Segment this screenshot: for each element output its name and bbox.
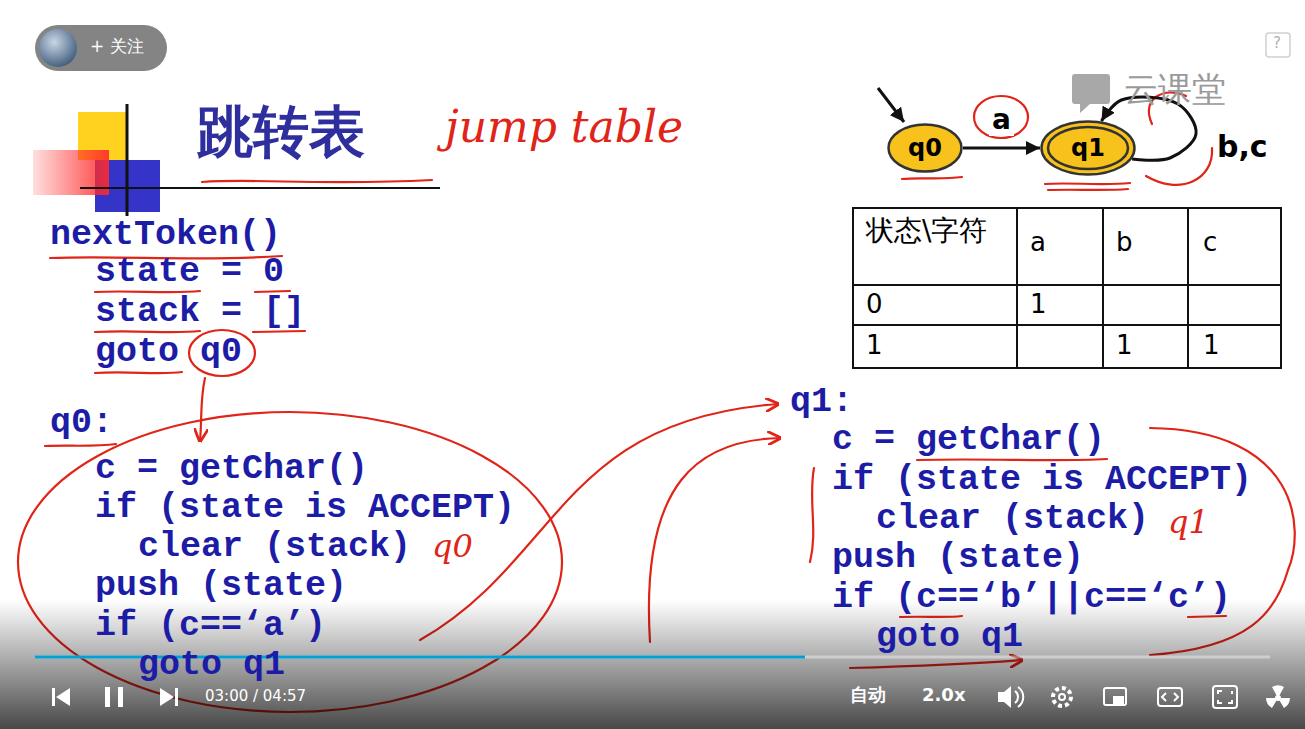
- code-line: if (state is ACCEPT): [95, 489, 515, 528]
- table-frame: [853, 208, 1281, 368]
- pip-icon: [1114, 697, 1123, 703]
- code-line: if (state is ACCEPT): [832, 461, 1252, 500]
- deco-line: [80, 187, 440, 189]
- pause-icon: [118, 687, 123, 707]
- handwritten-note: q1: [1168, 504, 1209, 541]
- code-line: nextToken(): [50, 216, 281, 255]
- pip-icon: [1104, 688, 1126, 705]
- table-header-cell: a: [1030, 228, 1046, 258]
- follow-button-text: + 关注: [90, 37, 144, 57]
- avatar: [39, 29, 77, 67]
- next-icon: [175, 688, 178, 706]
- speed-button: 2.0x: [922, 685, 966, 706]
- accept-ring: [1048, 127, 1128, 169]
- fullscreen-icon: [1218, 691, 1232, 703]
- extra-icon: [1272, 685, 1284, 698]
- table-rule: [853, 324, 1281, 326]
- state-name: q0: [908, 134, 942, 162]
- state-node: q1: [1040, 120, 1136, 176]
- transition-label: a: [989, 105, 1014, 136]
- table-header-cell: c: [1203, 228, 1217, 258]
- hand-bracket: [810, 468, 814, 562]
- hand-underline: [95, 372, 182, 373]
- code-line: state = 0: [95, 253, 284, 292]
- widescreen-icon: [1158, 688, 1182, 706]
- table-rule: [1187, 208, 1189, 368]
- code-line: goto q0: [95, 333, 242, 372]
- hand-circle: [974, 96, 1028, 138]
- transition-arrow: [963, 147, 1040, 150]
- volume-icon: [1015, 691, 1018, 703]
- table-rule: [1102, 208, 1104, 368]
- settings-icon: [1059, 694, 1065, 700]
- code-line: clear (stack): [138, 528, 411, 567]
- table-cell: 1: [866, 331, 883, 361]
- code-label: q0:: [50, 404, 113, 443]
- code-line: c = getChar(): [95, 450, 368, 489]
- code-line: goto q1: [138, 646, 285, 685]
- watermark-icon: [1072, 74, 1110, 104]
- transition-label: b,c: [1214, 130, 1271, 163]
- hand-underline: [45, 444, 116, 446]
- deco-line: [126, 104, 129, 216]
- prev-icon: [56, 688, 70, 706]
- code-label: q1:: [790, 383, 853, 422]
- next-icon: [160, 688, 174, 706]
- help-icon: [1266, 33, 1290, 57]
- code-line: c = getChar(): [832, 421, 1105, 460]
- code-line: if (c==‘a’): [95, 607, 326, 646]
- table-header-cell: 状态\字符: [866, 214, 988, 248]
- hand-underline: [1048, 189, 1128, 190]
- hand-underline: [1045, 183, 1130, 184]
- widescreen-icon: [1162, 693, 1178, 701]
- pause-icon: [105, 687, 110, 707]
- settings-icon: [1053, 688, 1071, 706]
- code-line: stack = []: [95, 293, 305, 332]
- help-icon-text: ?: [1273, 35, 1281, 52]
- extra-icon: [1266, 698, 1278, 708]
- state-node: q0: [887, 123, 963, 173]
- table-cell: 1: [1030, 290, 1047, 320]
- table-rule: [853, 284, 1281, 286]
- extra-icon: [1278, 698, 1290, 708]
- hand-underline: [902, 177, 962, 179]
- table-rule: [1016, 208, 1018, 368]
- prev-icon: [52, 688, 55, 706]
- state-circle: [1042, 122, 1135, 175]
- table-cell: 1: [1203, 331, 1220, 361]
- follow-pill: [35, 25, 167, 71]
- deco-line: [440, 187, 1290, 189]
- state-circle: [889, 125, 962, 172]
- code-line: push (state): [832, 539, 1084, 578]
- start-arrow: [878, 88, 904, 122]
- time-display: 03:00 / 04:57: [205, 688, 306, 705]
- hand-underline: [202, 180, 432, 182]
- hand-arrow: [200, 378, 205, 441]
- watermark-text: 云课堂: [1124, 70, 1226, 109]
- code-line: goto q1: [876, 618, 1023, 657]
- auto-quality-button: 自动: [850, 685, 886, 706]
- fullscreen-icon: [1213, 686, 1237, 708]
- table-cell: 1: [1116, 331, 1133, 361]
- controls-shade: [0, 600, 1305, 729]
- watermark-icon: [1080, 104, 1090, 113]
- state-name: q1: [1071, 134, 1105, 162]
- handwritten-note: q0: [432, 528, 473, 565]
- volume-icon: [998, 686, 1011, 708]
- code-line: clear (stack): [876, 500, 1149, 539]
- handwritten-note: jump table: [445, 102, 683, 153]
- table-cell: 0: [866, 290, 883, 320]
- volume-icon: [1018, 687, 1023, 707]
- code-line: push (state): [95, 567, 347, 606]
- slide-title: 跳转表: [197, 100, 365, 164]
- code-line: if (c==‘b’||c==‘c’): [832, 579, 1231, 618]
- table-header-cell: b: [1116, 228, 1133, 258]
